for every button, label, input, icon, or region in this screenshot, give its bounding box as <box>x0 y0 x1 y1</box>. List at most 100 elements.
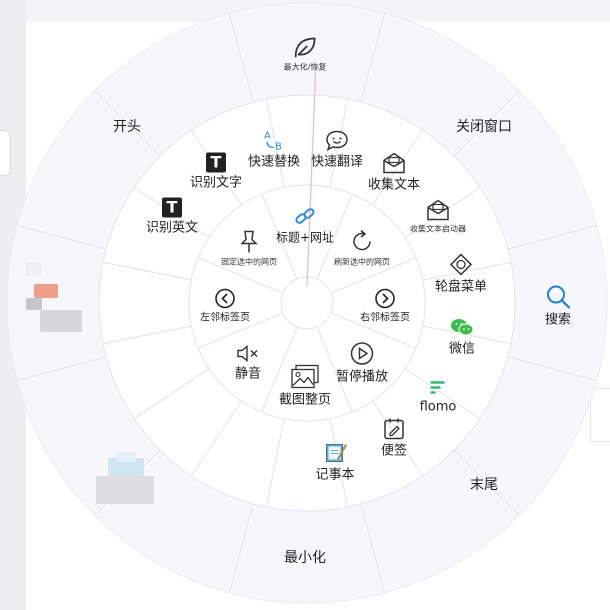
outer-divider <box>507 224 597 250</box>
flomo-button[interactable]: flomo <box>419 377 457 416</box>
collect-text-label: 收集文本 <box>367 177 421 193</box>
go-start-button[interactable]: 开头 <box>113 119 141 135</box>
middle-divider <box>265 98 285 188</box>
flomo-icon <box>427 377 449 397</box>
wechat-icon <box>449 317 475 339</box>
wechat-label: 微信 <box>448 341 476 357</box>
inner-divider <box>197 312 284 349</box>
play-circle-icon <box>349 341 375 367</box>
calendar-edit-icon <box>383 417 405 441</box>
minimize-label: 最小化 <box>284 550 326 566</box>
mute-button[interactable]: 静音 <box>235 344 261 383</box>
middle-divider <box>133 368 210 420</box>
wechat-button[interactable]: 微信 <box>449 317 475 358</box>
blurred-thumbnail <box>40 310 82 332</box>
search-button[interactable]: 搜索 <box>545 284 571 329</box>
middle-divider <box>190 400 242 477</box>
middle-divider <box>372 129 424 206</box>
background-side-tab <box>0 130 11 176</box>
quick-translate-button[interactable]: 快速翻译 <box>311 130 363 171</box>
replace-letters-icon: A B <box>262 130 286 152</box>
arrow-right-circle-icon <box>374 288 396 310</box>
outer-divider <box>17 356 107 382</box>
notes-button[interactable]: 便签 <box>381 417 407 460</box>
blurred-thumbnail <box>116 452 136 462</box>
middle-divider <box>404 186 481 238</box>
pause-play-label: 暂停播放 <box>335 369 389 385</box>
left-tab-button[interactable]: 左邻标签页 <box>200 288 250 325</box>
outer-divider <box>17 224 107 250</box>
notepad-button[interactable]: 记事本 <box>315 441 355 484</box>
outer-divider <box>94 90 161 157</box>
close-window-button[interactable]: 关闭窗口 <box>456 119 512 135</box>
mail-open-icon <box>425 198 451 222</box>
blurred-thumbnail <box>26 262 42 276</box>
left-tab-label: 左邻标签页 <box>200 312 250 324</box>
close-window-label: 关闭窗口 <box>456 119 512 135</box>
text-box-glyph: T <box>205 152 226 173</box>
background-right-panel <box>590 388 610 442</box>
collect-text-launcher-button[interactable]: 收集文本启动器 <box>410 198 466 235</box>
notepad-icon <box>323 441 347 465</box>
refresh-selected-button[interactable]: 刷新选中的网页 <box>334 229 390 268</box>
outer-divider <box>228 503 254 593</box>
link-icon <box>294 207 316 227</box>
right-tab-button[interactable]: 右邻标签页 <box>360 288 410 325</box>
recognize-text-button[interactable]: T 识别文字 <box>189 152 243 192</box>
collect-text-button[interactable]: 收集文本 <box>368 151 420 194</box>
outer-divider <box>228 13 254 103</box>
text-box-icon: T <box>205 152 226 173</box>
mail-open-icon <box>381 151 407 175</box>
maximize-restore-button[interactable]: 最大化/恢复 <box>283 36 327 73</box>
notes-label: 便签 <box>380 443 408 459</box>
middle-divider <box>265 418 285 508</box>
middle-divider <box>329 418 349 508</box>
right-tab-label: 右邻标签页 <box>360 312 410 324</box>
wheel-dividers <box>17 13 597 593</box>
pause-play-button[interactable]: 暂停播放 <box>336 341 388 386</box>
outer-divider <box>360 13 386 103</box>
image-gallery-icon <box>290 364 320 390</box>
middle-divider <box>102 261 192 281</box>
blurred-thumbnail <box>34 284 58 298</box>
maximize-restore-label: 最大化/恢复 <box>283 62 327 72</box>
outer-divider <box>507 356 597 382</box>
flomo-label: flomo <box>419 399 457 415</box>
inner-divider <box>261 193 298 280</box>
inner-divider <box>197 257 284 294</box>
middle-divider <box>422 261 512 281</box>
refresh-icon <box>349 229 375 255</box>
quick-replace-label: 快速替换 <box>247 154 301 170</box>
recognize-english-button[interactable]: T 识别英文 <box>146 197 198 237</box>
replace-letter-b: B <box>275 142 282 152</box>
search-label: 搜索 <box>544 312 572 328</box>
screenshot-page-button[interactable]: 截图整页 <box>279 364 331 409</box>
collect-text-launcher-label: 收集文本启动器 <box>410 224 466 234</box>
title-url-button[interactable]: 标题+网址 <box>276 207 334 246</box>
inner-divider <box>261 326 298 413</box>
go-end-button[interactable]: 末尾 <box>470 477 498 493</box>
inner-divider <box>316 193 353 280</box>
text-box-glyph: T <box>161 197 182 218</box>
outer-divider <box>360 503 386 593</box>
diamond-icon <box>449 253 473 277</box>
inner-divider <box>316 326 353 413</box>
leaf-icon <box>291 36 319 60</box>
blurred-thumbnail <box>96 476 154 504</box>
quick-replace-button[interactable]: A B 快速替换 <box>248 130 300 171</box>
pin-selected-button[interactable]: 固定选中的网页 <box>221 229 277 268</box>
title-url-label: 标题+网址 <box>275 230 335 245</box>
replace-letter-a: A <box>264 131 271 142</box>
arrow-left-circle-icon <box>214 288 236 310</box>
search-icon <box>545 284 571 310</box>
cursor-trail-line <box>306 61 317 287</box>
pin-selected-label: 固定选中的网页 <box>221 257 277 267</box>
mute-label: 静音 <box>234 366 262 382</box>
minimize-button[interactable]: 最小化 <box>284 550 326 566</box>
inner-divider <box>330 312 417 349</box>
go-end-label: 末尾 <box>470 477 498 493</box>
recognize-text-label: 识别文字 <box>189 175 243 191</box>
refresh-selected-label: 刷新选中的网页 <box>334 257 390 267</box>
wheel-menu-button[interactable]: 轮盘菜单 <box>435 253 487 296</box>
inner-divider <box>330 257 417 294</box>
